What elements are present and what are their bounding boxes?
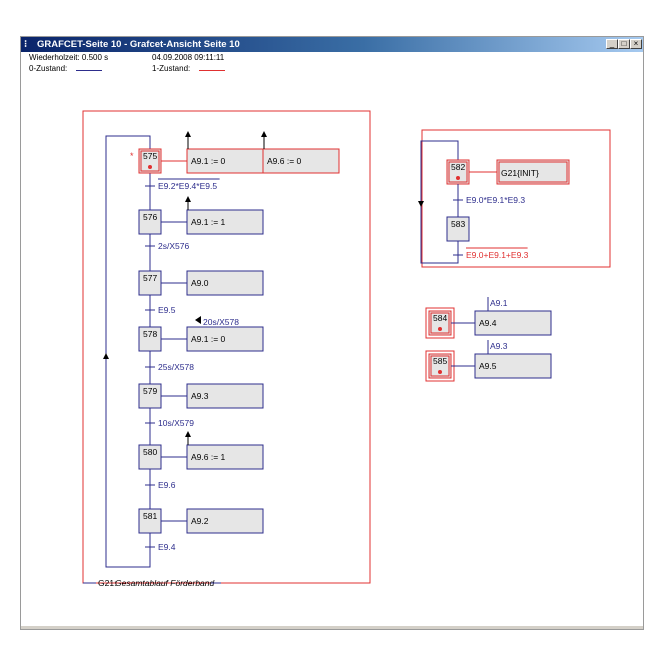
grafcet-action[interactable] bbox=[186, 209, 264, 235]
grafcet-step-label: 578 bbox=[143, 329, 157, 339]
state1-legend-label: 1-Zustand: bbox=[152, 64, 191, 73]
transition-label: 10s/X579 bbox=[158, 418, 194, 428]
grafcet-canvas: G21:Gesamtablauf Förderband * 575 576 577 578… bbox=[82, 110, 611, 588]
transition-label: E9.0+E9.1+E9.3 bbox=[466, 250, 529, 260]
initial-step-marker: * bbox=[130, 151, 134, 161]
active-token-icon bbox=[438, 327, 442, 331]
minimize-button[interactable]: _ bbox=[606, 39, 618, 49]
transition-label: 25s/X578 bbox=[158, 362, 194, 372]
grafcet-step-label: 580 bbox=[143, 447, 157, 457]
active-token-icon bbox=[438, 370, 442, 374]
grafcet-step-label: 577 bbox=[143, 273, 157, 283]
grafcet-action[interactable] bbox=[474, 353, 552, 379]
event-arrow-icon bbox=[185, 131, 191, 137]
app-icon: ⁝→ bbox=[24, 39, 34, 65]
loop-back-line bbox=[105, 135, 151, 568]
transition-label: E9.2*E9.4*E9.5 bbox=[158, 181, 217, 191]
grafcet-action[interactable] bbox=[186, 148, 264, 174]
grafcet-action[interactable] bbox=[186, 383, 264, 409]
grafcet-footer-id: G21: bbox=[98, 578, 116, 588]
grafcet-action[interactable] bbox=[186, 508, 264, 534]
maximize-button[interactable]: □ bbox=[618, 39, 630, 49]
window-title: GRAFCET-Seite 10 - Grafcet-Ansicht Seite… bbox=[37, 39, 240, 50]
grafcet-step-label: 575 bbox=[143, 151, 157, 161]
transition-label: E9.6 bbox=[158, 480, 176, 490]
transition-label: E9.0*E9.1*E9.3 bbox=[466, 195, 525, 205]
grafcet-action-label: A9.1 := 1 bbox=[191, 217, 226, 227]
grafcet-window: ⁝→ GRAFCET-Seite 10 - Grafcet-Ansicht Se… bbox=[20, 36, 644, 630]
event-arrow-icon bbox=[185, 196, 191, 202]
grafcet-step-label: 576 bbox=[143, 212, 157, 222]
grafcet-footer-name: Gesamtablauf Förderband bbox=[115, 578, 214, 588]
action-condition-label: A9.1 bbox=[490, 298, 508, 308]
grafcet-step-inner-border bbox=[430, 312, 450, 334]
grafcet-action-label: A9.1 := 0 bbox=[191, 156, 226, 166]
grafcet-action-label: A9.6 := 1 bbox=[191, 452, 226, 462]
grafcet-action[interactable] bbox=[262, 148, 340, 174]
grafcet-action-label: A9.6 := 0 bbox=[267, 156, 302, 166]
active-token-icon bbox=[148, 165, 152, 169]
status-bar bbox=[21, 626, 643, 629]
grafcet-action-label: A9.0 bbox=[191, 278, 209, 288]
grafcet-container-main bbox=[82, 110, 371, 584]
grafcet-step-label: 582 bbox=[451, 162, 465, 172]
event-arrow-icon bbox=[185, 431, 191, 437]
grafcet-step-inner-border bbox=[448, 161, 468, 183]
loop-arrow-icon bbox=[103, 353, 109, 359]
grafcet-action[interactable] bbox=[474, 310, 552, 336]
grafcet-step-label: 583 bbox=[451, 219, 465, 229]
transition-label: E9.4 bbox=[158, 542, 176, 552]
state0-legend-label: 0-Zustand: bbox=[29, 64, 68, 73]
grafcet-action[interactable] bbox=[496, 159, 570, 185]
grafcet-action-label: A9.2 bbox=[191, 516, 209, 526]
transition-label: 2s/X576 bbox=[158, 241, 189, 251]
active-token-icon bbox=[456, 176, 460, 180]
init-loop-line bbox=[420, 140, 459, 264]
state0-legend-line bbox=[76, 70, 102, 71]
grafcet-action[interactable] bbox=[186, 326, 264, 352]
grafcet-action-label: A9.3 bbox=[191, 391, 209, 401]
grafcet-action-label: G21{INIT} bbox=[501, 168, 539, 178]
repeat-time-label: Wiederholzeit: 0.500 s bbox=[29, 53, 109, 62]
grafcet-step-inner-border bbox=[140, 150, 160, 172]
grafcet-action-inner-border bbox=[498, 161, 568, 183]
state1-legend-line bbox=[199, 70, 225, 71]
grafcet-step-label: 584 bbox=[433, 313, 447, 323]
grafcet-action[interactable] bbox=[186, 444, 264, 470]
event-condition-label: 20s/X578 bbox=[203, 317, 239, 327]
close-button[interactable]: × bbox=[630, 39, 642, 49]
title-bar[interactable]: ⁝→ GRAFCET-Seite 10 - Grafcet-Ansicht Se… bbox=[21, 37, 643, 65]
grafcet-step-label: 585 bbox=[433, 356, 447, 366]
grafcet-step-inner-border bbox=[430, 355, 450, 377]
transition-label: E9.5 bbox=[158, 305, 176, 315]
grafcet-action-label: A9.1 := 0 bbox=[191, 334, 226, 344]
grafcet-action-label: A9.4 bbox=[479, 318, 497, 328]
action-condition-label: A9.3 bbox=[490, 341, 508, 351]
grafcet-action-label: A9.5 bbox=[479, 361, 497, 371]
event-arrow-icon bbox=[261, 131, 267, 137]
grafcet-step-label: 581 bbox=[143, 511, 157, 521]
event-marker-icon bbox=[195, 316, 201, 324]
grafcet-step-label: 579 bbox=[143, 386, 157, 396]
grafcet-action[interactable] bbox=[186, 270, 264, 296]
datetime-label: 04.09.2008 09:11:11 bbox=[152, 53, 225, 62]
grafcet-container-init bbox=[421, 129, 611, 268]
loop-arrow-icon bbox=[418, 201, 424, 207]
